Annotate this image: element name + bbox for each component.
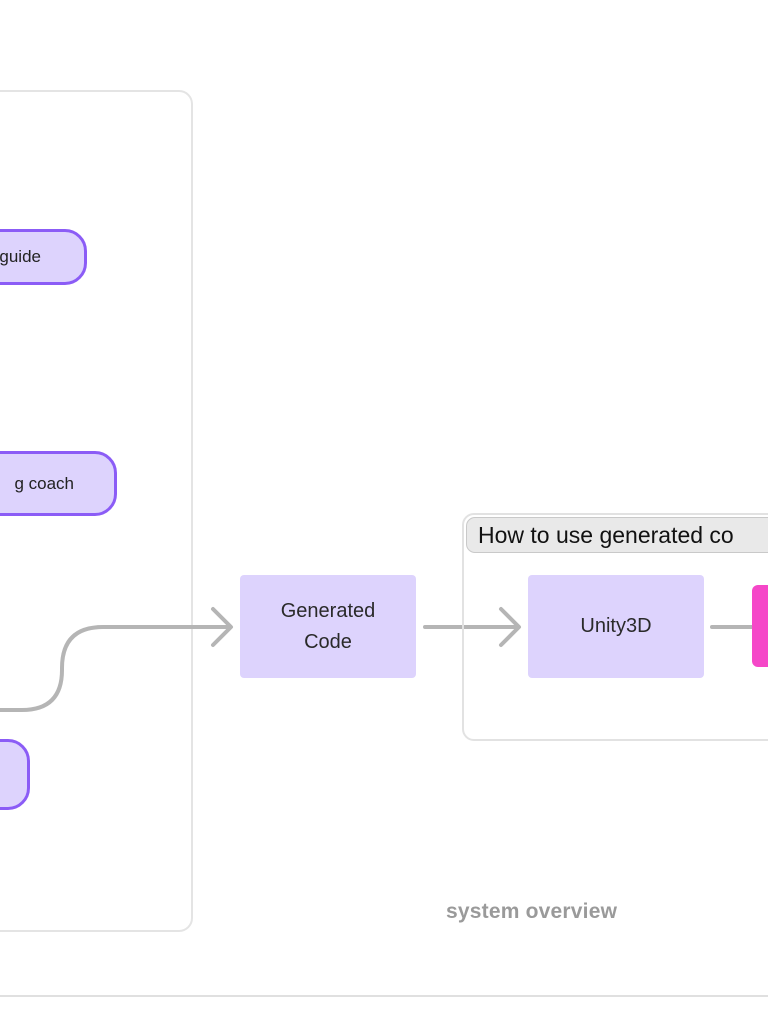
connector-to-generated-code xyxy=(0,625,232,712)
unity3d-node[interactable]: Unity3D xyxy=(528,575,704,678)
coach-node[interactable]: g coach xyxy=(0,451,117,516)
generated-code-line2: Code xyxy=(304,630,352,653)
next-step-node[interactable] xyxy=(752,585,768,667)
unity3d-node-label: Unity3D xyxy=(580,615,652,637)
partial-node[interactable] xyxy=(0,739,30,810)
arrowhead-unity xyxy=(499,607,521,647)
usage-group-container xyxy=(462,513,768,741)
bottom-divider xyxy=(0,995,768,997)
generated-code-line1: Generated xyxy=(280,599,376,622)
usage-group-header: How to use generated co xyxy=(466,517,768,553)
arrowhead-generated-code xyxy=(211,607,233,647)
guide-node-label: guide xyxy=(0,247,41,266)
left-group-container xyxy=(0,90,193,932)
guide-node[interactable]: guide xyxy=(0,229,87,285)
diagram-caption: system overview xyxy=(446,900,618,923)
coach-node-label: g coach xyxy=(14,473,74,493)
generated-code-node[interactable]: Generated Code xyxy=(240,575,416,678)
